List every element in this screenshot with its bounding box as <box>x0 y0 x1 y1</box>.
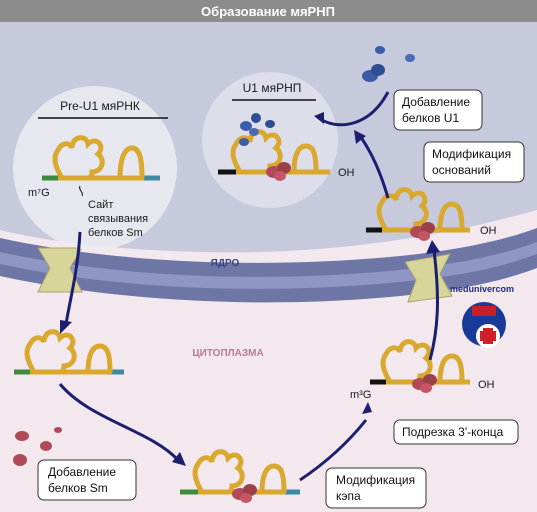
nuclear-membrane <box>0 228 537 303</box>
u1-label: U1 мяРНП <box>243 81 302 95</box>
sm-site-label-3: белков Sm <box>88 227 143 239</box>
diagram-title: Образование мяРНП <box>201 4 335 19</box>
sm-site-label-1: Сайт <box>88 199 113 211</box>
step-cap-mod-line-1: Модификация <box>336 473 415 487</box>
step-trim-3: Подрезка 3'-конца <box>393 419 519 445</box>
sm-site-label-2: связывания <box>88 213 148 225</box>
pre-u1-label: Pre-U1 мяРНК <box>60 99 140 113</box>
step-add-u1-line-1: Добавление <box>402 95 470 109</box>
step-add-u1-line-2: белков U1 <box>402 111 459 125</box>
step-cap-mod: Модификация кэпа <box>325 467 427 509</box>
cytoplasm-rna-3 <box>370 339 470 393</box>
title-bar <box>0 0 537 22</box>
step-base-mod-line-2: оснований <box>432 163 491 177</box>
u1-snrnp <box>218 113 330 181</box>
watermark-text: medunivercom <box>450 284 514 294</box>
nuclear-pore-right <box>404 253 453 303</box>
step-base-mod: Модификация оснований <box>423 141 525 183</box>
step-base-mod-line-1: Модификация <box>432 147 511 161</box>
oh-label-nucleus: OH <box>480 225 497 237</box>
sm-proteins-free <box>13 427 62 466</box>
step-cap-mod-line-2: кэпа <box>336 489 361 503</box>
m7g-label: m⁷G <box>28 187 50 199</box>
pre-u1-circle <box>13 86 177 250</box>
oh-label-cyto: OH <box>478 379 495 391</box>
cytoplasm-rna-1 <box>14 329 124 375</box>
pre-u1-rna <box>42 135 160 181</box>
nucleus-rna-imported <box>366 187 470 241</box>
cytoplasm-label: ЦИТОПЛАЗМА <box>192 348 263 359</box>
cytoplasm-rna-2 <box>180 449 300 503</box>
step-trim-3-line-1: Подрезка 3'-конца <box>402 425 504 439</box>
watermark: medunivercom <box>450 284 514 348</box>
oh-label-u1: OH <box>338 167 355 179</box>
step-add-u1: Добавление белков U1 <box>393 89 483 131</box>
step-add-sm-line-2: белков Sm <box>48 481 108 495</box>
step-add-sm-line-1: Добавление <box>48 465 116 479</box>
nuclear-membrane-inner <box>0 242 537 289</box>
arrow-heads <box>60 112 440 466</box>
flow-arrows <box>58 91 439 482</box>
nucleus-label: ЯДРО <box>211 258 240 269</box>
m3g-label: m³G <box>350 389 371 401</box>
step-add-sm: Добавление белков Sm <box>37 459 137 501</box>
sm-site-pointer <box>79 185 83 197</box>
u1-proteins-free <box>362 46 415 82</box>
